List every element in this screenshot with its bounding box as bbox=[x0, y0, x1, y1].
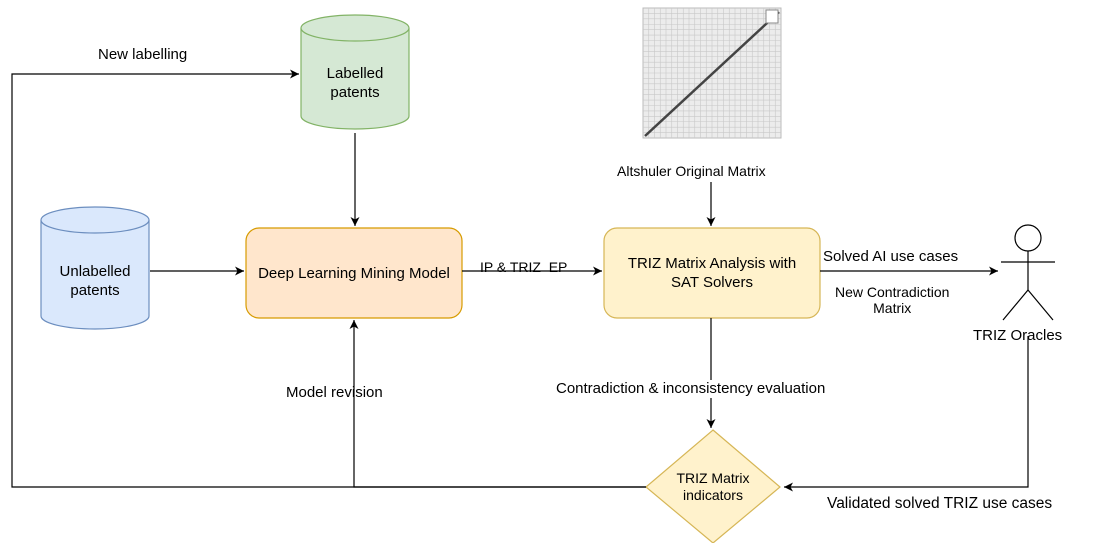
ip-triz-ep-label: IP & TRIZ EP bbox=[480, 259, 568, 275]
edge-indicators-to-labelled bbox=[11, 69, 646, 488]
contradiction-evaluation-label: Contradiction & inconsistency evaluation bbox=[556, 380, 826, 398]
unlabelled-patents-label: Unlabelled patents bbox=[59, 263, 131, 299]
altshuler-matrix-label: Altshuler Original Matrix bbox=[617, 163, 766, 179]
unlabelled-cylinder-body bbox=[40, 220, 150, 330]
labelled-patents-label: Labelled patents bbox=[326, 65, 384, 101]
deep-learning-label: Deep Learning Mining Model bbox=[258, 264, 450, 282]
labelled-patents-cylinder bbox=[300, 14, 410, 130]
deep-learning-box bbox=[245, 227, 463, 319]
actor-leg-left bbox=[1002, 289, 1029, 321]
validated-use-cases-label: Validated solved TRIZ use cases bbox=[827, 495, 1053, 512]
new-contradiction-matrix-label: New Contradiction Matrix bbox=[835, 284, 950, 316]
labelled-cylinder-body bbox=[300, 28, 410, 130]
actor-head bbox=[1014, 224, 1042, 252]
edge-oracles-to-indicators bbox=[784, 336, 1029, 492]
actor-leg-right bbox=[1027, 289, 1054, 321]
triz-indicators-diamond bbox=[645, 429, 781, 543]
triz-analysis-label: TRIZ Matrix Analysis with SAT Solvers bbox=[627, 255, 797, 291]
triz-oracles-label: TRIZ Oracles bbox=[973, 327, 1063, 344]
new-labelling-label: New labelling bbox=[98, 46, 188, 63]
edge-indicators-to-model bbox=[349, 320, 646, 488]
model-revision-label: Model revision bbox=[286, 384, 383, 401]
labelled-cylinder-top bbox=[300, 14, 410, 42]
triz-analysis-box bbox=[603, 227, 821, 319]
triz-indicators-label: TRIZ Matrix indicators bbox=[676, 470, 750, 503]
altshuler-matrix-image bbox=[642, 7, 782, 139]
triz-oracles-actor bbox=[1001, 224, 1055, 321]
unlabelled-patents-cylinder bbox=[40, 206, 150, 330]
solved-ai-use-cases-label: Solved AI use cases bbox=[823, 248, 959, 265]
unlabelled-cylinder-top bbox=[40, 206, 150, 234]
